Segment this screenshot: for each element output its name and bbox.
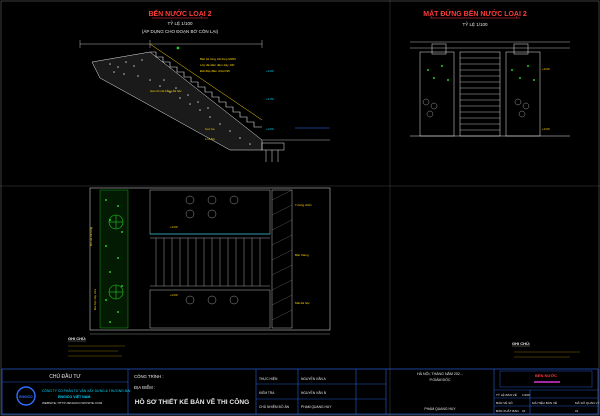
- plan-notes-lines: [68, 345, 125, 357]
- meta-label-2: BẢN VẼ SỐ: [496, 400, 513, 405]
- name-1: NGUYỄN VĂN A: [301, 376, 327, 381]
- svg-text:Bó vỉa bê tông: Bó vỉa bê tông: [89, 226, 93, 246]
- role-1: THỰC HIỆN: [259, 376, 278, 381]
- svg-text:+3.00: +3.00: [542, 67, 550, 71]
- svg-text:+0.00: +0.00: [542, 127, 550, 131]
- right-notes-heading: GHI CHÚ:: [512, 341, 530, 346]
- svg-text:Đá hộc xây vữa: Đá hộc xây vữa: [93, 289, 97, 310]
- design-stage: HỒ SƠ THIẾT KẾ BẢN VẼ THI CÔNG: [135, 396, 249, 406]
- svg-text:Bậc bê tông cốt thép M200: Bậc bê tông cốt thép M200: [200, 57, 236, 61]
- svg-text:Cọc tre: Cọc tre: [205, 127, 215, 131]
- svg-text:+0.00: +0.00: [266, 127, 274, 131]
- name-2: NGUYỄN VĂN B: [301, 390, 327, 395]
- front-elevation: +3.00 +0.00: [410, 41, 570, 137]
- svg-text:+3.00: +3.00: [266, 69, 274, 73]
- role-2: KIỂM TRA: [259, 390, 275, 395]
- meta-label-4: BẢN XUẤT BẢN: [496, 408, 519, 413]
- location-label: ĐỊA ĐIỂM :: [134, 385, 155, 390]
- svg-text:Đất đắp đầm chặt K95: Đất đắp đầm chặt K95: [200, 68, 230, 73]
- meta-label-1: TỶ LỆ BẢN VẼ: [496, 392, 517, 397]
- plan-view: Bó vỉa bê tông Đá hộc xây vữa: [89, 187, 331, 335]
- project-label: CÔNG TRÌNH :: [134, 374, 164, 379]
- director-title: P.GIÁM ĐỐC: [429, 377, 451, 382]
- svg-text:Tường chắn: Tường chắn: [295, 202, 312, 207]
- svg-text:Gia cố mái bằng đá hộc: Gia cố mái bằng đá hộc: [150, 88, 182, 93]
- name-3: PHẠM QUANG HUY: [301, 405, 332, 409]
- elevation-title: BẾN NƯỚC LOẠI 2: [148, 8, 211, 18]
- elevation-section: Bậc bê tông cốt thép M200 Lớp đá dăm đệm…: [79, 40, 330, 162]
- elevation-note: (ÁP DỤNG CHO ĐOẠN BỜ CÔN LẠI): [142, 28, 219, 34]
- director-name: PHẠM QUANG HUY: [424, 407, 456, 411]
- svg-text:Bậc thang: Bậc thang: [295, 253, 309, 257]
- plan-notes-heading: GHI CHÚ:: [68, 336, 86, 341]
- date-line: HÀ NỘI, THÁNG NĂM 202...: [417, 371, 463, 376]
- sheet-title-box: [499, 370, 593, 388]
- meta-value-2: 01: [522, 409, 526, 413]
- elevation-scale: TỶ LỆ 1/100: [167, 19, 193, 26]
- sheet-title: BẾN NƯỚC: [535, 373, 557, 378]
- svg-text:+1.50: +1.50: [266, 97, 274, 101]
- svg-text:Mái đá hộc: Mái đá hộc: [295, 301, 310, 305]
- front-view-scale: TỶ LỆ 1/100: [462, 20, 488, 27]
- svg-text:+0.00: +0.00: [170, 293, 178, 297]
- role-3: CHỦ NHIỆM ĐỒ ÁN: [259, 404, 290, 409]
- logo-text: ENGICO: [19, 395, 33, 399]
- owner-label: CHỦ ĐẦU TƯ: [49, 373, 81, 380]
- meta-value-4: 01: [575, 409, 579, 413]
- svg-text:L=2.5m: L=2.5m: [205, 137, 216, 141]
- svg-text:+3.00: +3.00: [170, 225, 178, 229]
- company-line1: CÔNG TY CỔ PHẦN TƯ VẤN XÂY DỰNG & THƯƠNG…: [42, 388, 131, 393]
- title-block: [1, 368, 599, 415]
- company-line2: ENGICO VIỆT NAM: [58, 394, 90, 399]
- front-view-title: MẶT ĐỨNG BẾN NƯỚC LOẠI 2: [423, 8, 527, 18]
- meta-label-3: MÃ HIỆU BẢN VẼ: [532, 400, 557, 405]
- svg-text:Lớp đá dăm đệm dày 100: Lớp đá dăm đệm dày 100: [200, 63, 235, 67]
- company-line3: WEBSITE: HTTP://ENGICO.WIXSITE.COM: [42, 401, 103, 405]
- meta-value-1: 1/100: [522, 393, 530, 397]
- right-notes-lines: [514, 351, 580, 358]
- engico-logo: ENGICO: [16, 386, 36, 406]
- meta-value-3: MÃ SỐ QUẢN LÝ: [575, 400, 599, 405]
